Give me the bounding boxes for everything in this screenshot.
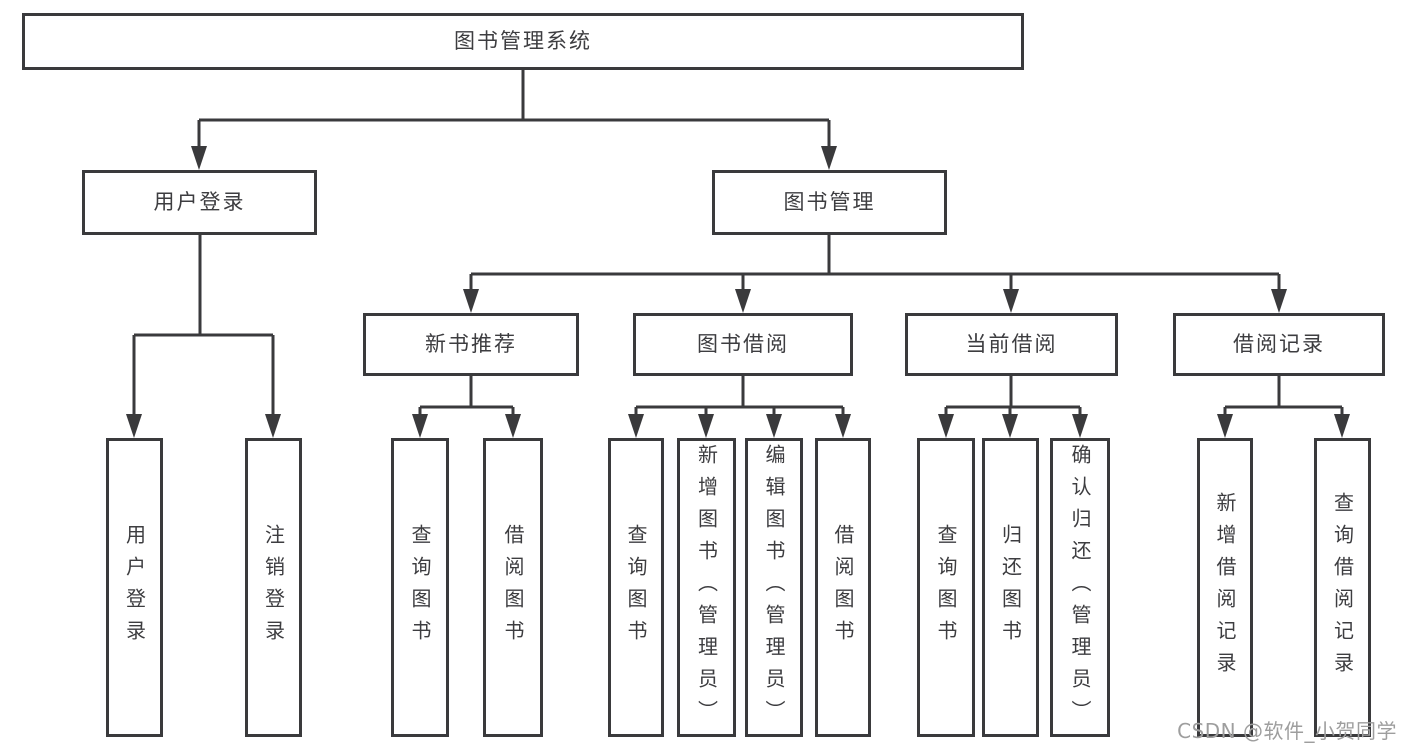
leaf-label: 借阅图书	[501, 523, 525, 652]
leaf-label: 用户登录	[122, 523, 147, 652]
leaf-label: 查询借阅记录	[1330, 491, 1355, 684]
leaf-borrow-books: 借阅图书	[815, 438, 871, 737]
node-label: 图书借阅	[697, 332, 789, 356]
leaf-user-login: 用户登录	[106, 438, 163, 737]
leaf-label: 归还图书	[998, 523, 1023, 652]
leaf-label: 查询图书	[934, 523, 958, 652]
leaf-query-borrow-record: 查询借阅记录	[1314, 438, 1371, 737]
node-current-borrowing: 当前借阅	[905, 313, 1118, 376]
leaf-borrow-books: 借阅图书	[483, 438, 543, 737]
leaf-query-books: 查询图书	[391, 438, 449, 737]
leaf-label: 新增借阅记录	[1213, 491, 1237, 684]
node-label: 图书管理	[783, 190, 876, 214]
node-label: 图书管理系统	[454, 29, 592, 53]
node-label: 新书推荐	[425, 332, 517, 356]
node-library-management-system: 图书管理系统	[22, 13, 1024, 70]
node-label: 当前借阅	[965, 332, 1058, 356]
node-borrowing-records: 借阅记录	[1173, 313, 1385, 376]
node-book-borrowing: 图书借阅	[633, 313, 853, 376]
leaf-label: 查询图书	[408, 523, 432, 652]
node-label: 借阅记录	[1233, 332, 1325, 356]
leaf-label: 新增图书（管理员）	[694, 443, 719, 732]
node-new-book-recommendation: 新书推荐	[363, 313, 579, 376]
leaf-add-books-admin: 新增图书（管理员）	[677, 438, 736, 737]
leaf-label: 注销登录	[261, 523, 286, 652]
leaf-logout: 注销登录	[245, 438, 302, 737]
leaf-label: 确认归还（管理员）	[1068, 443, 1092, 732]
leaf-edit-books-admin: 编辑图书（管理员）	[745, 438, 803, 737]
leaf-label: 借阅图书	[831, 523, 855, 652]
leaf-query-books: 查询图书	[608, 438, 664, 737]
node-user-login: 用户登录	[82, 170, 317, 235]
leaf-add-borrow-record: 新增借阅记录	[1197, 438, 1253, 737]
node-book-management: 图书管理	[712, 170, 947, 235]
watermark-text: CSDN @软件_小贺同学	[1177, 719, 1397, 743]
node-label: 用户登录	[153, 190, 246, 214]
leaf-query-books: 查询图书	[917, 438, 975, 737]
leaf-return-books: 归还图书	[982, 438, 1039, 737]
leaf-label: 查询图书	[624, 523, 648, 652]
leaf-confirm-return-admin: 确认归还（管理员）	[1050, 438, 1110, 737]
leaf-label: 编辑图书（管理员）	[762, 443, 786, 732]
